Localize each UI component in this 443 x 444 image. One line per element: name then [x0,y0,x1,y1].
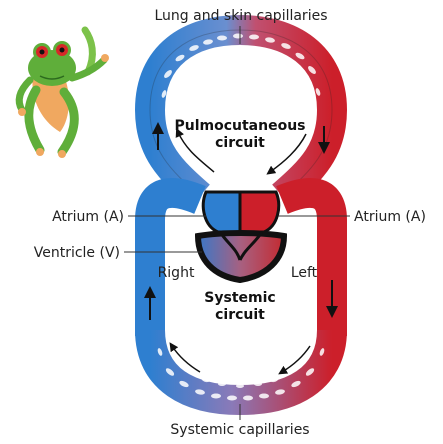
atrium-left-label: Atrium (A) [52,209,124,225]
tree-frog-icon [15,26,109,158]
pulmocutaneous-label-line2: circuit [215,135,265,151]
pulmocutaneous-loop [134,14,348,208]
lung-capillaries-label: Lung and skin capillaries [154,8,327,24]
systemic-label-line1: Systemic [204,290,275,306]
atrium-right-label: Atrium (A) [354,209,426,225]
lung-capillary-mesh [161,33,321,98]
systemic-capillaries-label: Systemic capillaries [170,422,309,438]
right-side-label: Right [158,265,195,281]
systemic-label-line2: circuit [215,307,265,323]
systemic-loop [135,177,347,416]
pulmocutaneous-label-line1: Pulmocutaneous [174,118,305,134]
leader-lines [124,26,350,420]
heart [194,190,288,284]
left-side-label: Left [291,265,318,281]
ventricle-label: Ventricle (V) [34,245,120,261]
